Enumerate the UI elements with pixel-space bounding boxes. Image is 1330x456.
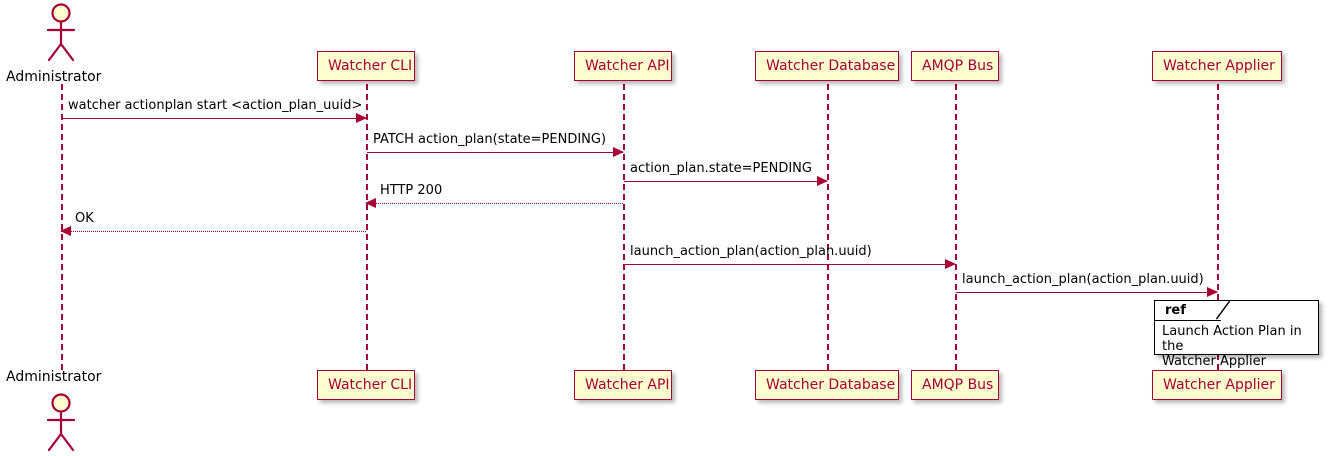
ref-fragment[interactable]: ref Launch Action Plan in the Watcher Ap…: [1154, 300, 1319, 369]
arrowhead-right-icon: [356, 113, 367, 123]
actor-label-top: Administrator: [6, 69, 102, 85]
message-line: [956, 292, 1217, 293]
lifeline-watcher-cli: [366, 84, 368, 370]
message-label: launch_action_plan(action_plan.uuid): [962, 272, 1204, 287]
participant-box-watcher-applier-bottom[interactable]: Watcher Applier: [1152, 370, 1282, 400]
ref-fragment-text: Launch Action Plan in the Watcher Applie…: [1162, 324, 1302, 369]
arrowhead-right-icon: [945, 259, 956, 269]
message-line: [61, 231, 366, 232]
arrowhead-left-icon: [60, 226, 71, 236]
actor-administrator-top[interactable]: [39, 2, 83, 62]
message-label: launch_action_plan(action_plan.uuid): [630, 244, 872, 259]
message-line: [624, 181, 827, 182]
lifeline-watcher-database: [827, 84, 829, 370]
lifeline-amqp-bus: [955, 84, 957, 370]
message-label: HTTP 200: [380, 183, 443, 198]
participant-box-watcher-applier-top[interactable]: Watcher Applier: [1152, 51, 1282, 81]
participant-box-watcher-cli-bottom[interactable]: Watcher CLI: [317, 370, 415, 400]
participant-box-watcher-api-top[interactable]: Watcher API: [574, 51, 672, 81]
actor-stick-figure-icon: [46, 3, 76, 62]
message-label: action_plan.state=PENDING: [630, 161, 812, 176]
arrowhead-left-icon: [365, 198, 376, 208]
message-line: [62, 118, 366, 119]
message-line: [367, 152, 623, 153]
arrowhead-right-icon: [613, 147, 624, 157]
arrowhead-right-icon: [1207, 287, 1218, 297]
message-label: PATCH action_plan(state=PENDING): [373, 132, 607, 147]
participant-box-watcher-database-bottom[interactable]: Watcher Database: [755, 370, 899, 400]
lifeline-watcher-applier: [1217, 84, 1219, 370]
participant-box-amqp-bus-top[interactable]: AMQP Bus: [911, 51, 999, 81]
actor-stick-figure-icon: [46, 393, 76, 452]
actor-administrator-bottom[interactable]: [39, 392, 83, 452]
ref-fragment-tab: ref: [1155, 301, 1231, 321]
message-label: watcher actionplan start <action_plan_uu…: [68, 98, 363, 113]
participant-box-watcher-api-bottom[interactable]: Watcher API: [574, 370, 672, 400]
participant-box-amqp-bus-bottom[interactable]: AMQP Bus: [911, 370, 999, 400]
lifeline-watcher-api: [623, 84, 625, 370]
message-label: OK: [75, 211, 94, 226]
participant-box-watcher-cli-top[interactable]: Watcher CLI: [317, 51, 415, 81]
message-line: [624, 264, 955, 265]
ref-tab-corner-icon: [1216, 301, 1231, 320]
participant-box-watcher-database-top[interactable]: Watcher Database: [755, 51, 899, 81]
arrowhead-right-icon: [817, 176, 828, 186]
actor-label-bottom: Administrator: [6, 369, 102, 385]
message-line: [366, 203, 623, 204]
ref-keyword-label: ref: [1165, 303, 1186, 318]
